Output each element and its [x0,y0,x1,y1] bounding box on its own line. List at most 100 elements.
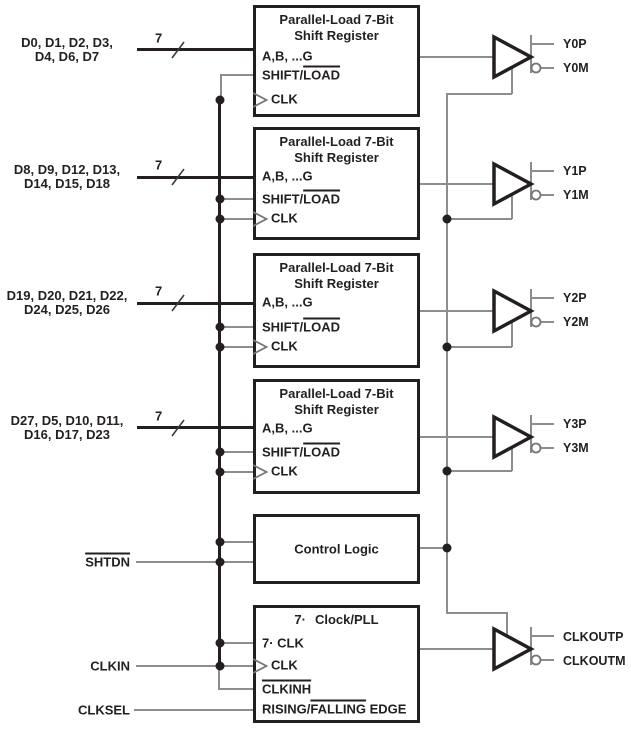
output-label-y0p: Y0P [563,36,587,51]
junction-dot [215,557,225,567]
junction-dot [215,194,225,204]
clkin-label: CLKIN [90,658,130,674]
pin-label-clk: CLK [271,210,298,226]
wire [219,471,253,473]
pin-label-shift-load: SHIFT/LOAD [262,319,341,335]
wire [530,415,532,453]
data-input-line2: D14, D15, D18 [24,176,110,191]
block-title: Parallel-Load 7-Bit Shift Register [256,260,417,292]
block-title: Parallel-Load 7-Bit Shift Register [256,12,417,44]
clksel-label: CLKSEL [78,702,130,718]
output-label-clkoutp: CLKOUTP [563,629,624,644]
output-label-y1p: Y1P [563,163,587,178]
shtdn-wire [136,561,253,563]
wire [511,445,513,471]
shift-register-block-3 [253,379,420,494]
shift-register-block-2 [253,253,420,368]
wire [531,423,554,425]
inversion-bubble-y1m [530,189,542,201]
output-label-clkoutm: CLKOUTM [563,653,626,668]
wire [541,321,554,323]
data-bus-0 [137,48,253,51]
pin-label-data: A,B, ...G [262,420,313,436]
inversion-bubble-y0m [530,62,542,74]
junction-dot [215,638,225,648]
wire [531,43,554,45]
bus-width-label: 7 [155,408,163,424]
wire [531,635,554,637]
block-title-line1: Parallel-Load 7-Bit [279,134,394,149]
clock-pll-title-name: Clock/PLL [314,612,379,627]
pin-label-clk: CLK [271,338,298,354]
data-bus-3 [137,426,253,429]
clkin-wire [136,665,253,667]
data-input-line1: D8, D9, D12, D13, [13,162,121,177]
output-label-y2p: Y2P [563,290,587,305]
control-logic-title: Control Logic [294,541,379,557]
bus-width-label: 7 [155,157,163,173]
block-title-line2: Shift Register [294,150,379,165]
pin-label-data: A,B, ...G [262,48,313,64]
control-rail [446,93,448,614]
wire [531,170,554,172]
junction-dot [215,342,225,352]
pin-label-clk: CLK [271,657,298,673]
pin-label-data: A,B, ...G [262,168,313,184]
clock-pll-title: 7· Clock/PLL [253,612,420,628]
wire [219,346,253,348]
wire [420,436,494,438]
junction-dot [215,661,225,671]
wire [420,56,494,58]
junction-dot [442,342,452,352]
clksel-wire [134,709,253,711]
pin-label-7clk: 7· CLK [262,635,304,651]
junction-dot [442,543,452,553]
block-title-line2: Shift Register [294,276,379,291]
data-input-label-1: D8, D9, D12, D13, D14, D15, D18 [2,163,132,191]
block-title-line1: Parallel-Load 7-Bit [279,386,394,401]
wire [541,194,554,196]
wire [530,627,532,665]
control-logic-block [253,514,420,584]
wire [219,451,253,453]
wire [511,65,513,94]
wire [530,35,532,73]
data-bus-1 [137,176,253,179]
wire [219,198,253,200]
shtdn-label: SHTDN [85,554,130,570]
pin-label-data: A,B, ...G [262,294,313,310]
bus-width-label: 7 [155,30,163,46]
wire [530,162,532,200]
data-bus-2 [137,302,253,305]
pin-label-clk: CLK [271,463,298,479]
pin-label-shift-load: SHIFT/LOAD [262,191,341,207]
wire [420,547,447,549]
wire [220,74,222,101]
wire [420,648,494,650]
clock-pll-block [253,605,420,723]
bus-width-label: 7 [155,283,163,299]
pin-label-shift-load: SHIFT/LOAD [262,67,341,83]
block-title: Parallel-Load 7-Bit Shift Register [256,134,417,166]
pin-label-clkinh: CLKINH [262,681,312,697]
block-title-line2: Shift Register [294,28,379,43]
wire [420,310,494,312]
data-input-label-3: D27, D5, D10, D11, D16, D17, D23 [2,414,132,442]
wire [511,192,513,219]
wire [541,67,554,69]
shift-register-block-0 [253,5,420,117]
junction-dot [442,214,452,224]
wire [541,447,554,449]
wire [420,183,494,185]
pin-label-edge-select: RISING/FALLING EDGE [262,701,407,717]
wire [531,297,554,299]
data-input-label-2: D19, D20, D21, D22, D24, D25, D26 [2,289,132,317]
wire [511,319,513,347]
junction-dot [215,447,225,457]
signal-rail [218,99,221,667]
wire [219,218,253,220]
block-title: Parallel-Load 7-Bit Shift Register [256,386,417,418]
wire [219,642,253,644]
wire [530,289,532,327]
